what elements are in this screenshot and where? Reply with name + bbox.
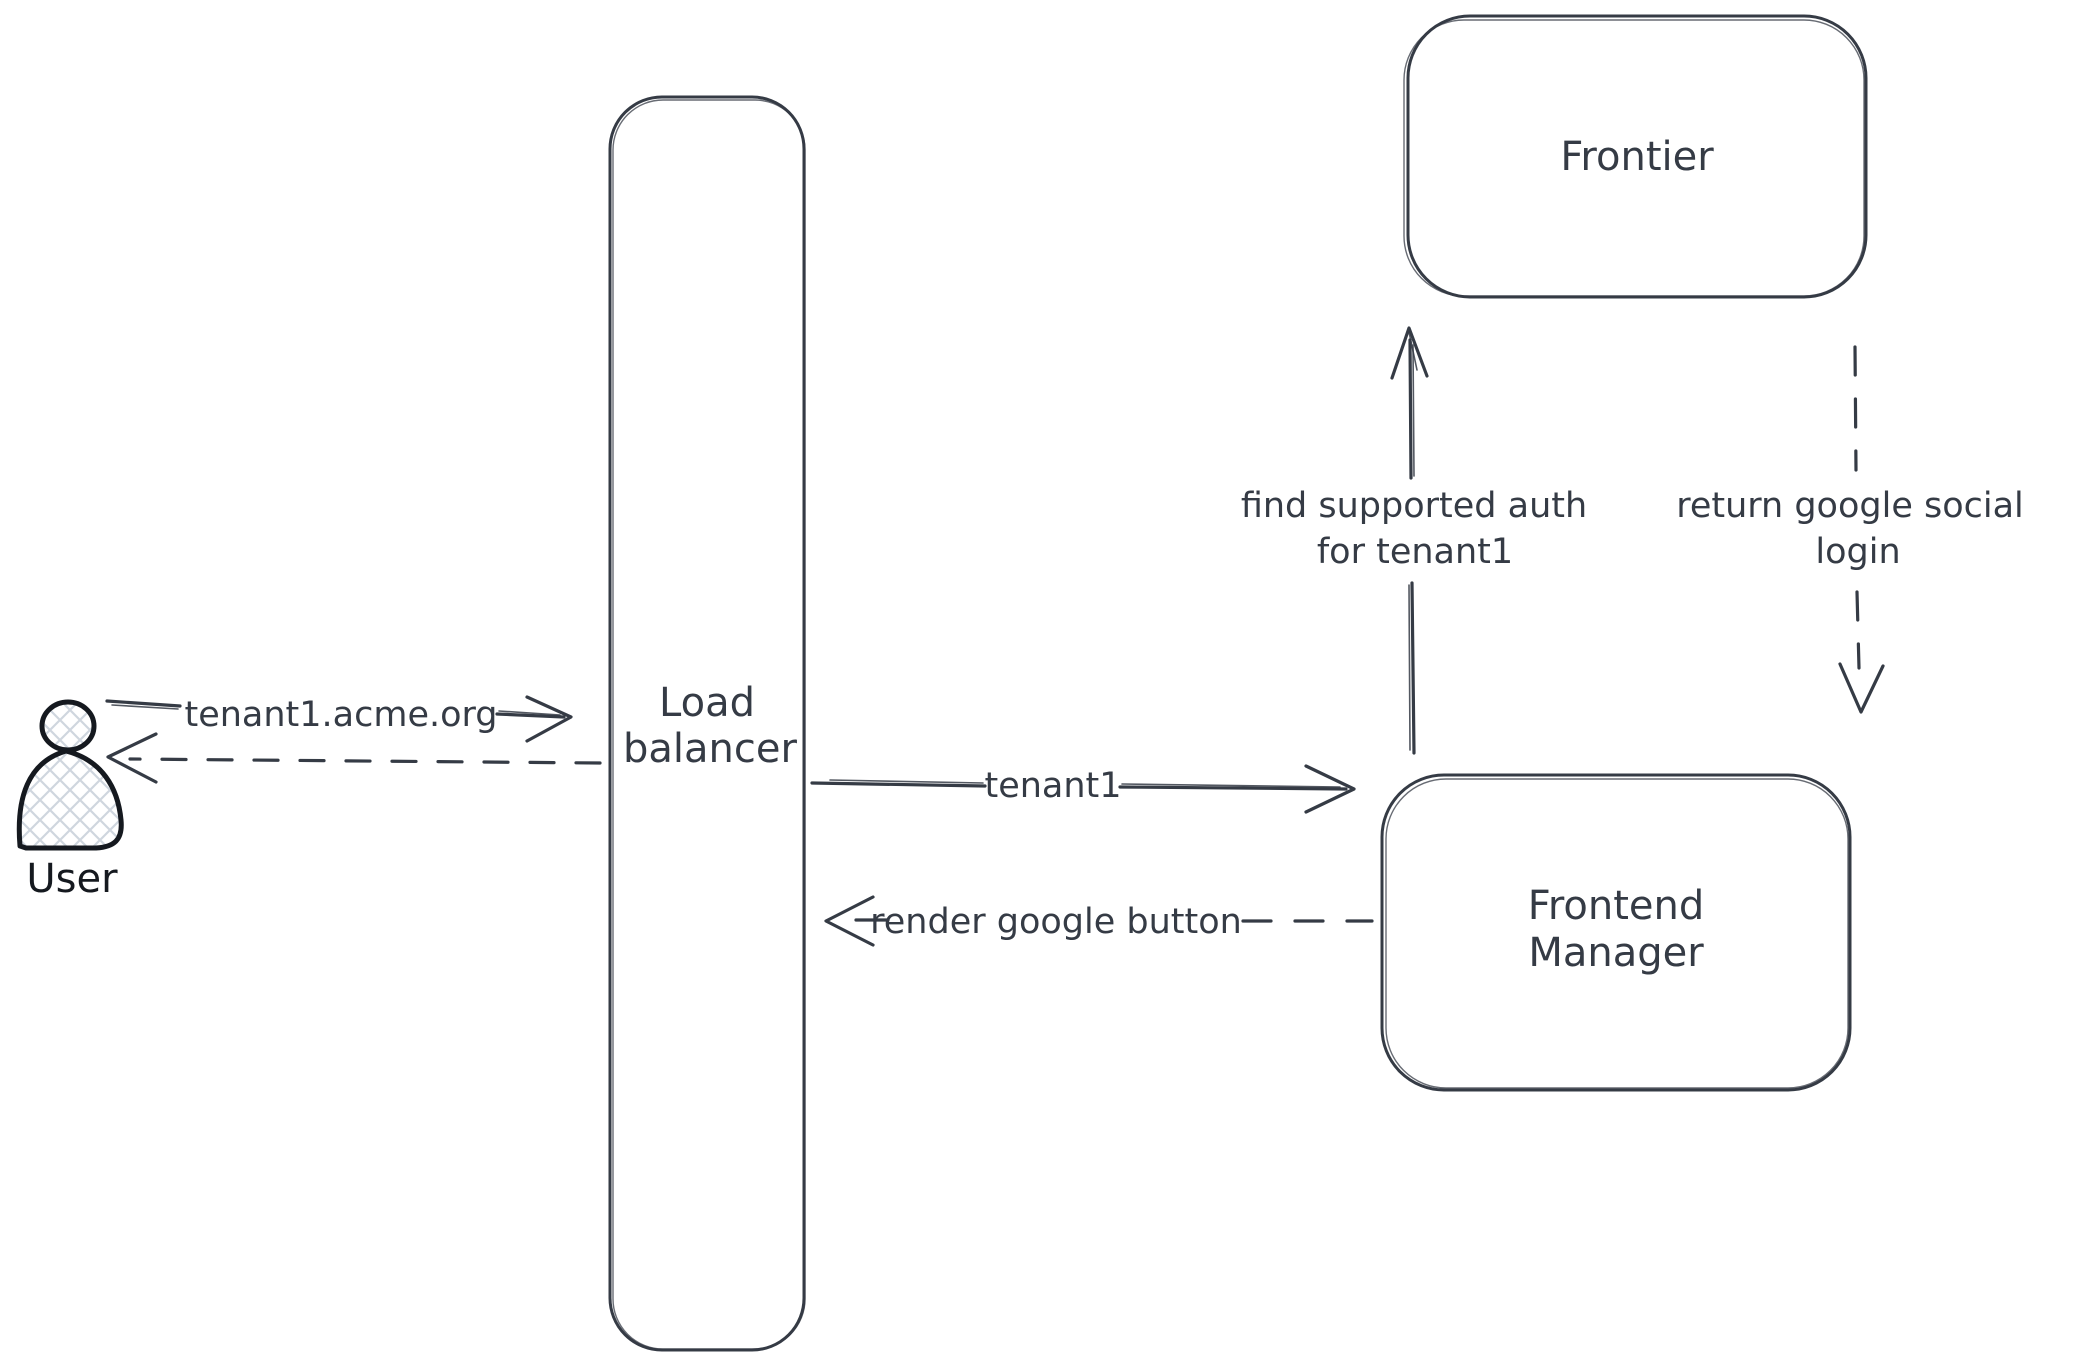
frontier-label: Frontier xyxy=(1560,134,1714,180)
user-head xyxy=(39,699,97,753)
arrow-frontier-to-frontend-manager xyxy=(1838,345,1885,714)
frontend-manager-label-line2: Manager xyxy=(1528,930,1704,976)
arrow-frontend-manager-to-load-balancer xyxy=(824,895,1374,947)
arrow-frontend-manager-to-frontier xyxy=(1390,326,1429,755)
arrow-label-return-google-social-line1: return google social xyxy=(1676,486,2024,526)
arrowhead-right-icon xyxy=(525,695,573,743)
arrowhead-down-icon xyxy=(1838,662,1885,714)
load-balancer-node xyxy=(608,95,806,1352)
arrow-label-tenant1: tenant1 xyxy=(984,766,1121,806)
arrow-label-tenant1-acme-org: tenant1.acme.org xyxy=(184,695,497,735)
frontier-node xyxy=(1403,14,1868,299)
load-balancer-label-line1: Load xyxy=(659,680,755,726)
arrow-label-return-google-social-line2: login xyxy=(1815,532,1900,572)
arrow-label-find-supported-auth-line1: find supported auth xyxy=(1241,486,1587,526)
load-balancer-label-line2: balancer xyxy=(623,726,797,772)
arrow-label-render-google-button: render google button xyxy=(870,902,1242,942)
arrow-label-find-supported-auth-line2: for tenant1 xyxy=(1317,532,1513,572)
user-actor-icon xyxy=(16,699,124,851)
arrowhead-up-icon xyxy=(1390,326,1429,380)
frontend-manager-node xyxy=(1380,773,1852,1092)
user-label: User xyxy=(26,856,118,902)
arrowhead-left-icon xyxy=(824,895,875,947)
arrow-load-balancer-to-frontend-manager xyxy=(810,764,1356,814)
arrow-load-balancer-to-user xyxy=(106,732,602,784)
arrowhead-right-icon xyxy=(1304,764,1356,814)
frontend-manager-label-line1: Frontend xyxy=(1528,883,1705,929)
user-body xyxy=(16,748,124,851)
arrow-user-to-load-balancer xyxy=(105,695,573,743)
arrowhead-left-icon xyxy=(106,732,158,784)
